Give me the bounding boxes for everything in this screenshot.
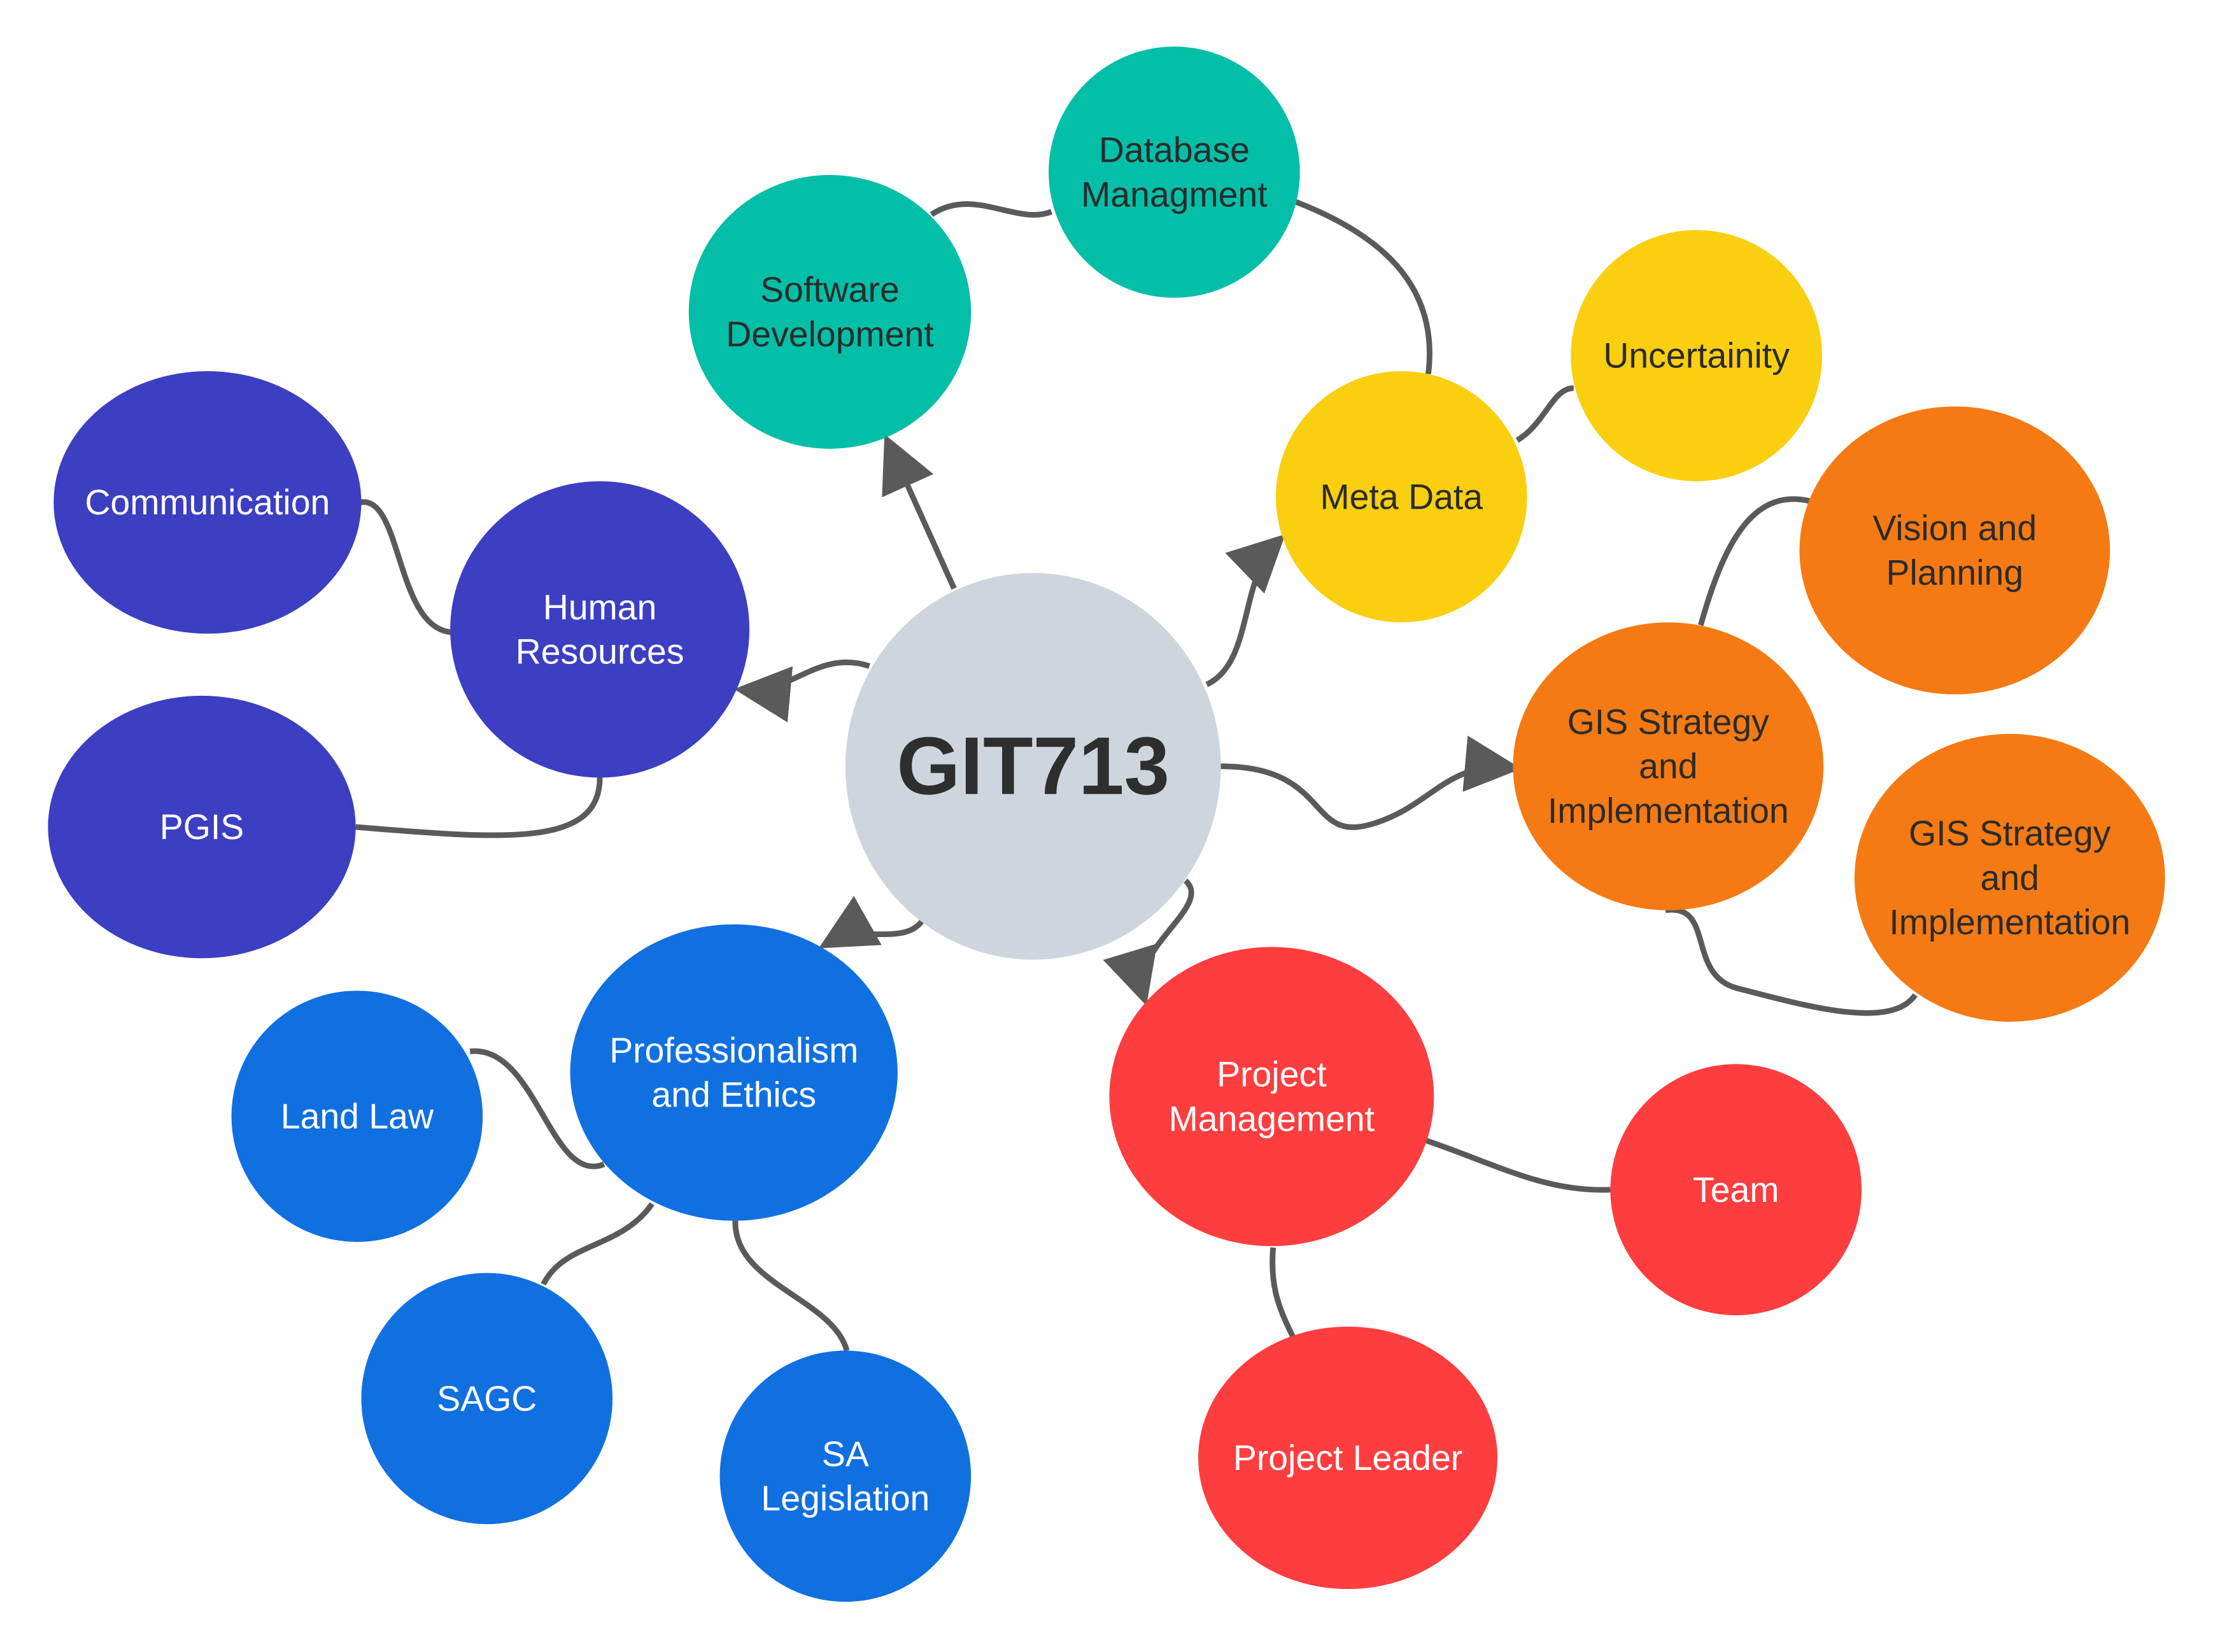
connector-professionalism-and-ethics-to-sa-legislation <box>732 1220 850 1352</box>
node-sa-legislation[interactable]: SA Legislation <box>719 1350 972 1602</box>
connector-git713-to-professionalism-and-ethics <box>818 896 924 949</box>
connector-git713-to-meta-data <box>1205 533 1285 688</box>
node-gis-strategy-main-shape <box>1513 622 1824 910</box>
node-project-leader-shape <box>1198 1326 1498 1590</box>
node-sagc-shape <box>361 1273 613 1525</box>
node-project-leader-label-line-1: Project Leader <box>1233 1438 1462 1478</box>
node-database-managment-label-line-2: Managment <box>1081 174 1268 214</box>
connector-git713-to-project-management <box>1103 879 1194 1006</box>
node-land-law-shape <box>231 991 483 1242</box>
node-uncertainity-shape <box>1571 230 1822 481</box>
connector-professionalism-and-ethics-to-land-law <box>469 1048 605 1169</box>
node-pgis-label-line-1: PGIS <box>160 807 244 847</box>
node-team[interactable]: Team <box>1610 1064 1862 1316</box>
connector-human-resources-to-communication <box>359 499 452 635</box>
connector-git713-to-software-development <box>882 434 957 590</box>
node-sa-legislation-label-line-1: SA <box>822 1434 869 1474</box>
node-sa-legislation-label-line-2: Legislation <box>761 1479 930 1518</box>
node-project-management-label-line-1: Project <box>1217 1055 1326 1094</box>
connector-human-resources-to-pgis <box>355 777 603 838</box>
connector-layer <box>355 199 1918 1352</box>
node-git713-label-line-1: GIT713 <box>896 721 1170 812</box>
node-team-shape <box>1610 1064 1862 1316</box>
node-gis-strategy-secondary-shape <box>1854 733 2165 1022</box>
node-gis-strategy-main-label-line-1: GIS Strategy <box>1567 702 1769 742</box>
node-human-resources-label-line-1: Human <box>543 588 657 627</box>
node-professionalism-and-ethics-shape <box>570 924 898 1221</box>
node-software-development-label-line-1: Software <box>760 270 900 309</box>
node-professionalism-and-ethics[interactable]: Professionalism and Ethics <box>570 924 898 1221</box>
node-pgis-shape <box>48 695 356 959</box>
connector-meta-data-to-uncertainity <box>1515 385 1574 443</box>
node-project-management-shape <box>1109 947 1434 1246</box>
node-git713-shape <box>845 573 1221 960</box>
node-sagc-label-line-1: SAGC <box>437 1379 537 1418</box>
node-human-resources-shape <box>450 481 750 778</box>
connector-git713-to-human-resources <box>733 660 870 723</box>
node-gis-strategy-main-label-line-3: Implementation <box>1548 791 1789 831</box>
node-professionalism-and-ethics-label-line-1: Professionalism <box>609 1031 858 1070</box>
connector-project-management-to-project-leader <box>1269 1247 1296 1338</box>
connector-gis-strategy-main-to-gis-strategy-secondary <box>1665 907 1918 1016</box>
connector-software-development-to-database-managment <box>930 201 1053 218</box>
node-gis-strategy-secondary-label-line-3: Implementation <box>1889 903 2130 942</box>
node-vision-and-planning-shape <box>1799 406 2110 695</box>
node-software-development-shape <box>688 174 972 449</box>
node-gis-strategy-secondary-label-line-1: GIS Strategy <box>1909 814 2110 853</box>
connector-gis-strategy-main-to-vision-and-planning <box>1698 496 1811 626</box>
node-pgis[interactable]: PGIS <box>48 695 356 959</box>
node-human-resources-label-line-2: Resources <box>516 632 684 672</box>
node-vision-and-planning-label-line-1: Vision and <box>1872 509 2037 548</box>
node-meta-data-label-line-1: Meta Data <box>1320 477 1483 516</box>
connector-git713-to-gis-strategy-main <box>1220 735 1522 830</box>
connector-professionalism-and-ethics-to-sagc <box>541 1202 654 1286</box>
node-database-managment-label-line-1: Database <box>1099 131 1250 170</box>
node-land-law[interactable]: Land Law <box>231 991 483 1242</box>
node-land-law-label-line-1: Land Law <box>281 1097 434 1136</box>
node-uncertainity[interactable]: Uncertainity <box>1571 230 1822 481</box>
node-project-management-label-line-2: Management <box>1169 1099 1375 1138</box>
node-database-managment-shape <box>1049 46 1300 298</box>
node-vision-and-planning-label-line-2: Planning <box>1886 553 2023 592</box>
connector-project-management-to-team <box>1424 1138 1611 1193</box>
node-professionalism-and-ethics-label-line-2: and Ethics <box>651 1075 816 1115</box>
node-communication-label-line-1: Communication <box>85 483 330 522</box>
node-gis-strategy-main-label-line-2: and <box>1639 747 1697 786</box>
node-project-leader[interactable]: Project Leader <box>1198 1326 1498 1590</box>
node-communication[interactable]: Communication <box>53 371 362 634</box>
node-software-development-label-line-2: Development <box>726 314 933 354</box>
node-team-label-line-1: Team <box>1693 1170 1779 1210</box>
node-gis-strategy-secondary-label-line-2: and <box>1981 858 2039 898</box>
node-sagc[interactable]: SAGC <box>361 1273 613 1525</box>
node-meta-data-shape <box>1276 371 1527 623</box>
node-git713[interactable]: GIT713 <box>845 573 1221 960</box>
node-uncertainity-label-line-1: Uncertainity <box>1603 336 1790 376</box>
node-sa-legislation-shape <box>719 1350 972 1602</box>
node-meta-data[interactable]: Meta Data <box>1276 371 1527 623</box>
connector-database-managment-to-meta-data <box>1294 199 1432 375</box>
node-communication-shape <box>53 371 362 634</box>
